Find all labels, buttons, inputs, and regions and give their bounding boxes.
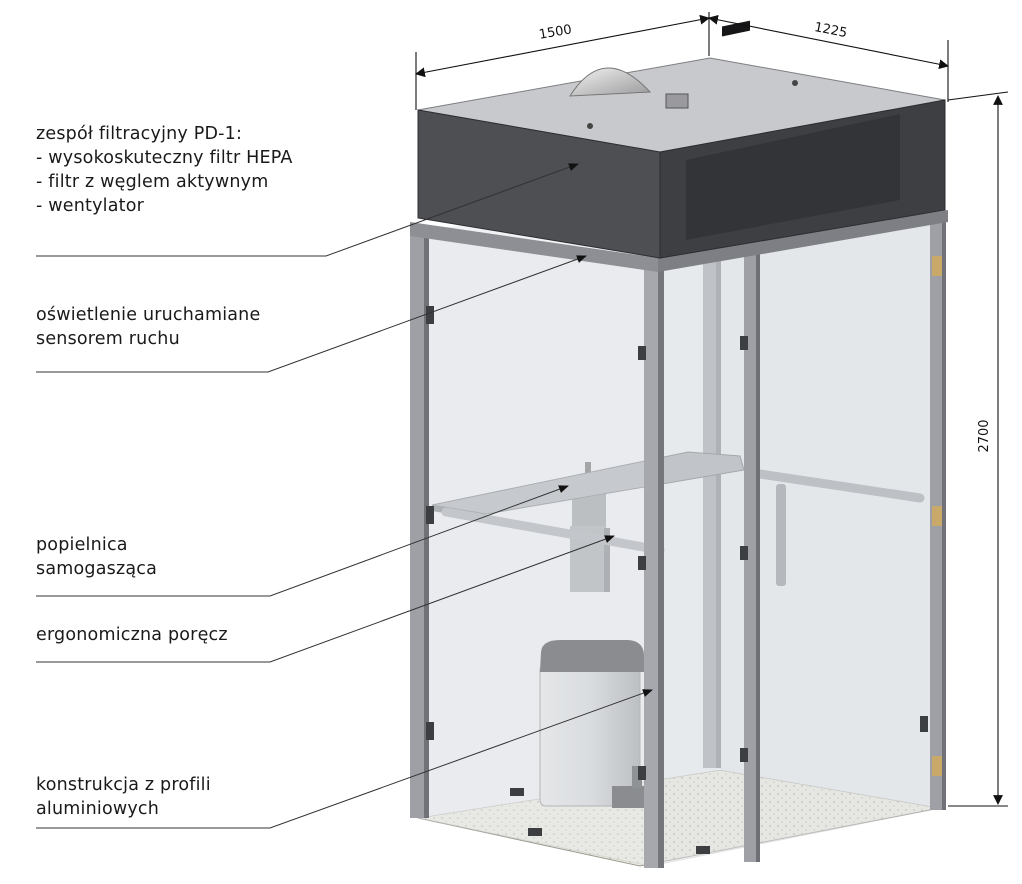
callout-filter-line: zespół filtracyjny PD-1: [36, 124, 243, 144]
hinges [426, 306, 928, 854]
control-box [665, 93, 689, 109]
knob [792, 80, 798, 86]
dimension-lines [415, 12, 1009, 807]
front-left-post [410, 228, 424, 818]
callout-ashtray-line: samogasząca [36, 559, 158, 579]
leader-lines [36, 163, 653, 829]
callout-handrail-line: ergonomiczna poręcz [36, 625, 228, 645]
leader-frame [36, 689, 653, 829]
dim-width-label: 1500 [538, 22, 573, 43]
front-corner-post [644, 270, 658, 868]
leader-handrail [36, 535, 615, 663]
callout-lighting: oświetlenie uruchamiane sensorem ruchu [36, 303, 260, 351]
callout-handrail: ergonomiczna poręcz [36, 623, 228, 647]
callout-frame-line: konstrukcja z profili [36, 775, 211, 795]
knob [587, 123, 593, 129]
door-post-shadow [756, 250, 760, 862]
leader-filter [36, 163, 579, 257]
right-post-shadow [942, 220, 946, 810]
dim-depth-label: 1225 [813, 20, 848, 41]
dim-depth-line [708, 14, 949, 70]
leader-ashtray [36, 485, 569, 597]
callout-filter: zespół filtracyjny PD-1: - wysokoskutecz… [36, 122, 293, 218]
callout-ashtray: popielnica samogasząca [36, 533, 157, 581]
door-hinges [932, 256, 942, 776]
front-right-door-glass [659, 214, 946, 865]
callout-filter-line: - wentylator [36, 196, 145, 216]
callout-ashtray-line: popielnica [36, 535, 128, 555]
filter-unit [417, 20, 946, 259]
callout-filter-line: - wysokoskuteczny filtr HEPA [36, 148, 293, 168]
leader-lighting [36, 255, 587, 373]
front-corner-post-shadow [658, 270, 664, 868]
door-post [744, 250, 756, 862]
callout-frame: konstrukcja z profili aluminiowych [36, 773, 211, 821]
callout-lighting-line: sensorem ruchu [36, 329, 180, 349]
callout-frame-line: aluminiowych [36, 799, 160, 819]
dim-height-ext-top [947, 91, 1009, 101]
top-frame-left [410, 222, 658, 272]
callout-lighting-line: oświetlenie uruchamiane [36, 305, 261, 325]
dim-width-line [415, 14, 710, 78]
dim-height-label: 2700 [977, 419, 992, 452]
top-frame-right [658, 210, 948, 272]
front-left-glass [417, 229, 651, 867]
filter-unit-inner-panel [686, 114, 900, 240]
callout-filter-line: - filtr z węglem aktywnym [36, 172, 269, 192]
